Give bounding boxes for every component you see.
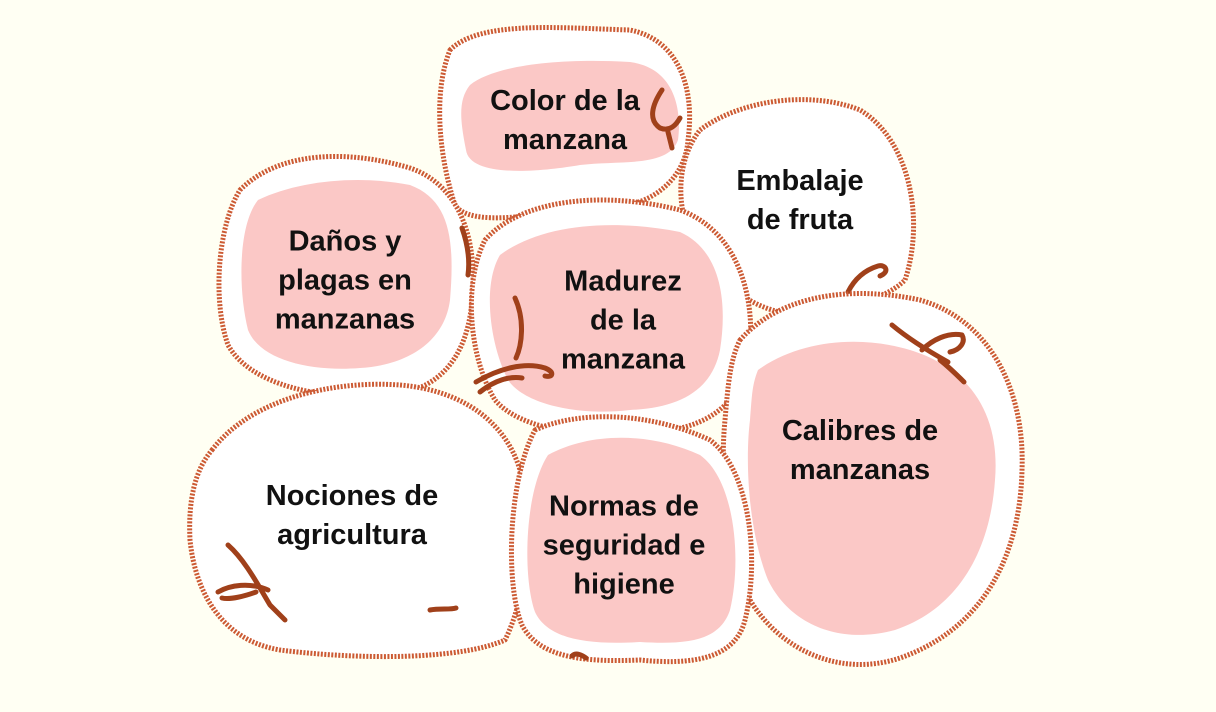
label-normas-de-seguridad: Normas de seguridad e higiene: [542, 490, 706, 601]
apple-madurez: [468, 197, 754, 438]
apple-stem-icon: [459, 225, 472, 278]
apple-stem-icon: [473, 295, 555, 395]
apple-stem-icon: [889, 322, 967, 385]
apple-stem-icon: [650, 87, 683, 151]
label-color-de-la-manzana: Color de la manzana: [490, 85, 640, 156]
label-calibres-de-manzanas: Calibres de manzanas: [781, 415, 939, 486]
apple-normas: [508, 414, 755, 665]
apple-nociones: [187, 381, 530, 660]
apple-stem-icon: [427, 605, 459, 613]
apple-stem-icon: [845, 263, 889, 295]
apple-calibres: [720, 291, 1025, 667]
label-madurez-de-la-manzana: Madurez de la manzana: [560, 265, 686, 376]
label-danos-y-plagas: Daños y plagas en manzanas: [274, 225, 416, 336]
label-nociones-de-agricultura: Nociones de agricultura: [265, 480, 439, 551]
apple-stem-icon: [215, 542, 288, 623]
apple-danos: [216, 154, 476, 399]
label-embalaje-de-fruta: Embalaje de fruta: [736, 165, 864, 236]
apple-stem-icon: [569, 651, 589, 661]
apple-color: [437, 25, 693, 221]
apple-embalaje: [678, 97, 917, 315]
